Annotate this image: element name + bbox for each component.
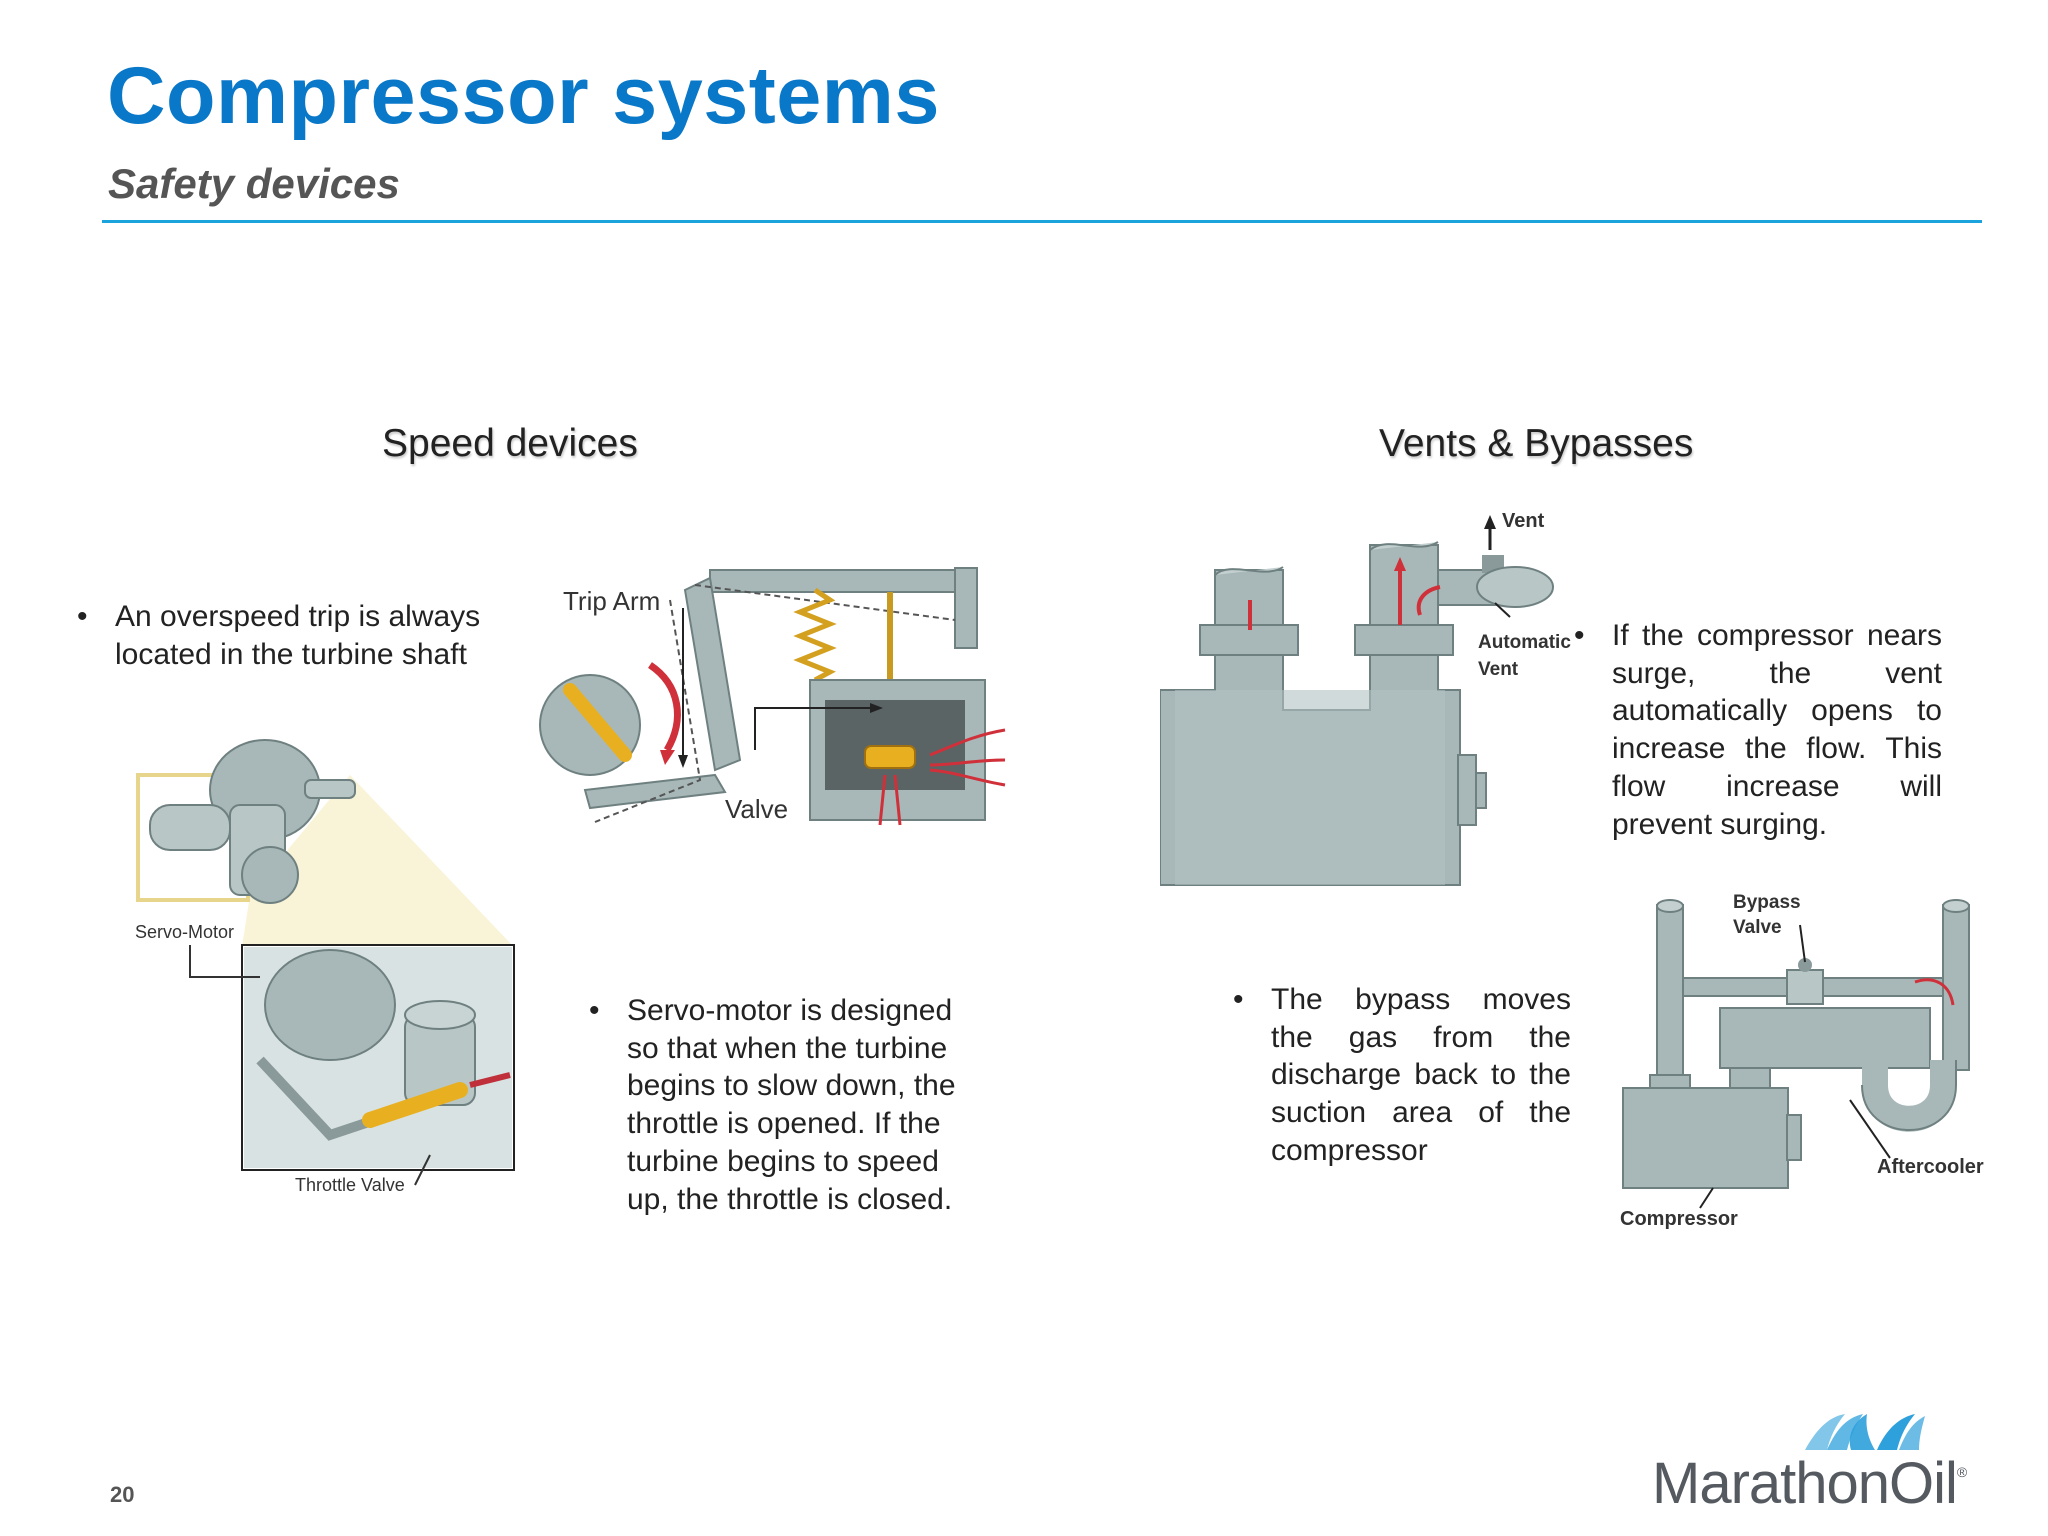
vent-label: Vent [1502,510,1545,532]
marathon-logo-mark [1805,1414,1925,1450]
servo-text: Servo-motor is designed so that when the… [627,994,956,1216]
page-title: Compressor systems [107,51,940,141]
bypass-valve-label: Valve [1733,917,1782,938]
overspeed-bullet: • An overspeed trip is always located in… [77,598,505,673]
bullet-dot: • [1233,983,1244,1016]
vent-bullet: • If the compressor nears surge, the ven… [1574,617,1942,843]
valve-label: Valve [725,794,788,824]
bullet-dot: • [77,600,88,633]
vent-text: If the compressor nears surge, the vent … [1612,619,1942,841]
trip-arm-label: Trip Arm [563,586,660,616]
overspeed-text: An overspeed trip is always located in t… [115,600,481,671]
marathon-logo-text: MarathonOil® [1652,1451,1967,1516]
vents-bypasses-heading: Vents & Bypasses [1379,422,1694,465]
bullet-dot: • [1574,619,1585,652]
servo-bullet: • Servo-motor is designed so that when t… [589,992,982,1218]
bypass-diagram: Bypass Valve Aftercooler Compressor [1620,892,1984,1230]
page-subtitle: Safety devices [108,160,400,207]
compressor-label: Compressor [1620,1208,1738,1230]
automatic-vent-label: Vent [1478,659,1519,680]
trip-arm-diagram: Trip Arm Valve [539,567,1006,826]
page-number: 20 [110,1482,135,1507]
automatic-vent-diagram: Vent Automatic Vent [1160,510,1571,886]
servo-motor-label: Servo-Motor [135,922,234,942]
automatic-label: Automatic [1478,632,1571,653]
title-divider [102,220,1982,223]
throttle-valve-label: Throttle Valve [295,1175,405,1195]
aftercooler-label: Aftercooler [1877,1156,1984,1178]
bypass-label: Bypass [1733,892,1801,913]
bullet-dot: • [589,994,600,1027]
bypass-text: The bypass moves the gas from the discha… [1271,983,1571,1167]
bypass-bullet: • The bypass moves the gas from the disc… [1233,981,1571,1170]
servo-motor-diagram: Servo-Motor Throttle Valve [135,739,515,1195]
speed-devices-heading: Speed devices [382,422,638,465]
